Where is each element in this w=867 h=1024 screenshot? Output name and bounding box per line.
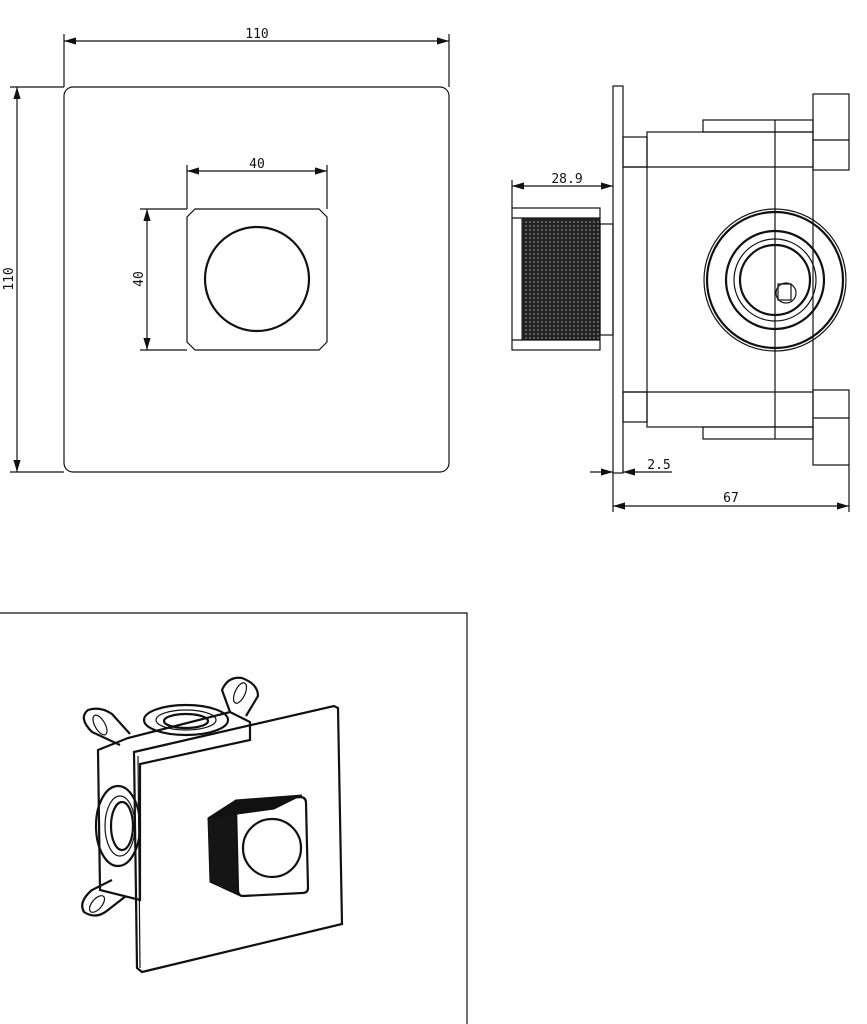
side-port — [94, 784, 142, 868]
isometric-cover-plate — [132, 704, 344, 974]
knob-width-dimension-label: 40 — [249, 157, 265, 172]
knob-depth-dimension-label: 28.9 — [551, 172, 582, 187]
front-view: 110 110 40 40 — [2, 27, 450, 473]
inlet-block-top — [812, 93, 850, 171]
knob-circle — [203, 225, 311, 333]
isometric-knob-face — [234, 795, 310, 898]
inlet-block-bottom — [812, 389, 850, 466]
side-plate — [612, 85, 624, 474]
height-dimension-label: 110 — [2, 267, 17, 290]
isometric-view — [0, 612, 468, 1024]
plate-thickness-dimension-label: 2.5 — [647, 458, 670, 473]
outlet-port — [703, 208, 847, 352]
total-depth-dimension-label: 67 — [723, 491, 739, 506]
valve-body — [646, 131, 814, 428]
width-dimension-label: 110 — [245, 27, 268, 42]
top-port — [142, 703, 230, 737]
knob-height-dimension-label: 40 — [132, 271, 147, 287]
cover-plate — [63, 86, 450, 473]
side-view: 28.9 2.5 67 — [511, 85, 850, 512]
knob-square — [186, 208, 328, 351]
isometric-frame — [0, 612, 468, 1024]
